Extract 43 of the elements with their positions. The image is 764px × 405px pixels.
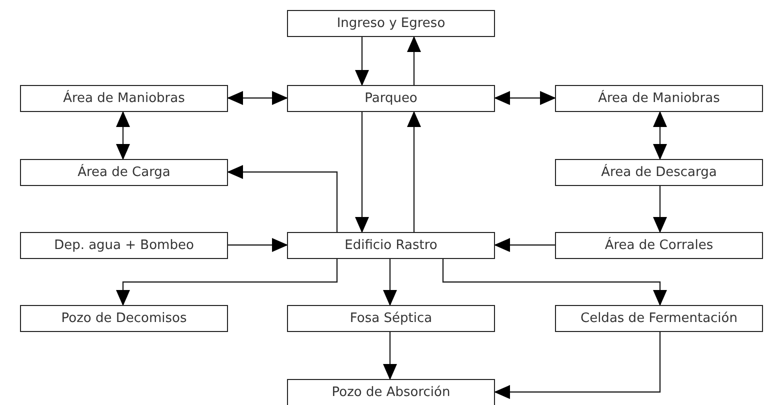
arrow xyxy=(653,111,667,160)
arrow xyxy=(383,332,397,380)
arrow xyxy=(494,332,661,399)
arrow xyxy=(227,165,338,232)
box-label: Dep. agua + Bombeo xyxy=(54,238,194,253)
box-label: Área de Carga xyxy=(78,165,170,180)
box-label: Pozo de Absorción xyxy=(332,385,450,400)
process-box xyxy=(287,10,495,37)
process-box xyxy=(555,305,763,332)
process-box xyxy=(555,159,763,186)
box-label: Área de Maniobras xyxy=(598,91,720,106)
box-label: Área de Corrales xyxy=(604,238,714,253)
box-label: Celdas de Fermentación xyxy=(580,311,738,326)
process-box xyxy=(287,232,495,259)
process-box xyxy=(20,159,228,186)
box-label: Fosa Séptica xyxy=(350,311,432,326)
box-label: Edificio Rastro xyxy=(344,238,438,253)
arrow xyxy=(407,36,421,85)
box-label: Pozo de Decomisos xyxy=(61,311,187,326)
box-label: Área de Maniobras xyxy=(63,91,185,106)
arrow xyxy=(653,186,667,233)
process-box xyxy=(287,85,495,112)
process-box xyxy=(555,85,763,112)
arrow xyxy=(116,259,338,306)
box-label: Área de Descarga xyxy=(601,165,717,180)
process-box xyxy=(287,379,495,405)
arrow xyxy=(228,238,288,252)
arrow xyxy=(442,259,667,306)
arrow xyxy=(407,111,421,232)
arrow xyxy=(355,112,369,233)
arrow xyxy=(494,238,555,252)
process-box xyxy=(20,305,228,332)
box-label: Ingreso y Egreso xyxy=(336,16,446,31)
arrow xyxy=(227,91,288,105)
box-label: Parqueo xyxy=(364,91,418,106)
process-box xyxy=(555,232,763,259)
process-box xyxy=(20,85,228,112)
arrow xyxy=(494,91,556,105)
process-box xyxy=(287,305,495,332)
process-box xyxy=(20,232,228,259)
arrow xyxy=(116,111,130,160)
arrow xyxy=(355,37,369,86)
arrow xyxy=(383,259,397,306)
